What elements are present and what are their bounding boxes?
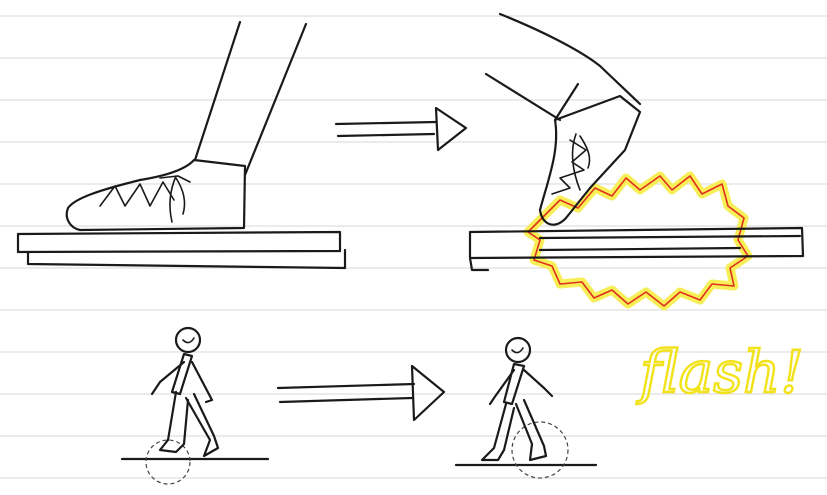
foot-highlight-circle-right	[511, 421, 569, 479]
plank-left	[16, 230, 347, 270]
panel-foot-flat	[16, 20, 347, 270]
panel-walker-heel-strike	[454, 336, 598, 479]
leg-right	[484, 12, 642, 122]
flash-label: flash!	[636, 338, 804, 406]
panel-heel-strike	[468, 12, 805, 311]
notebook-ruled-lines	[0, 15, 827, 479]
foot-highlight-circle-left	[145, 439, 191, 485]
figure-head	[174, 326, 202, 354]
stick-figure-left	[150, 326, 220, 458]
leg-left	[193, 20, 308, 177]
arrow-top	[334, 106, 468, 152]
arrow-bottom	[276, 364, 446, 422]
stick-figure-right	[480, 336, 554, 462]
impact-burst	[523, 171, 753, 311]
plank-right	[468, 226, 805, 272]
figure-head	[504, 336, 532, 364]
shoe-heel-strike	[538, 94, 642, 226]
shoe-flat	[65, 158, 247, 232]
panel-walker-flat	[120, 326, 270, 485]
